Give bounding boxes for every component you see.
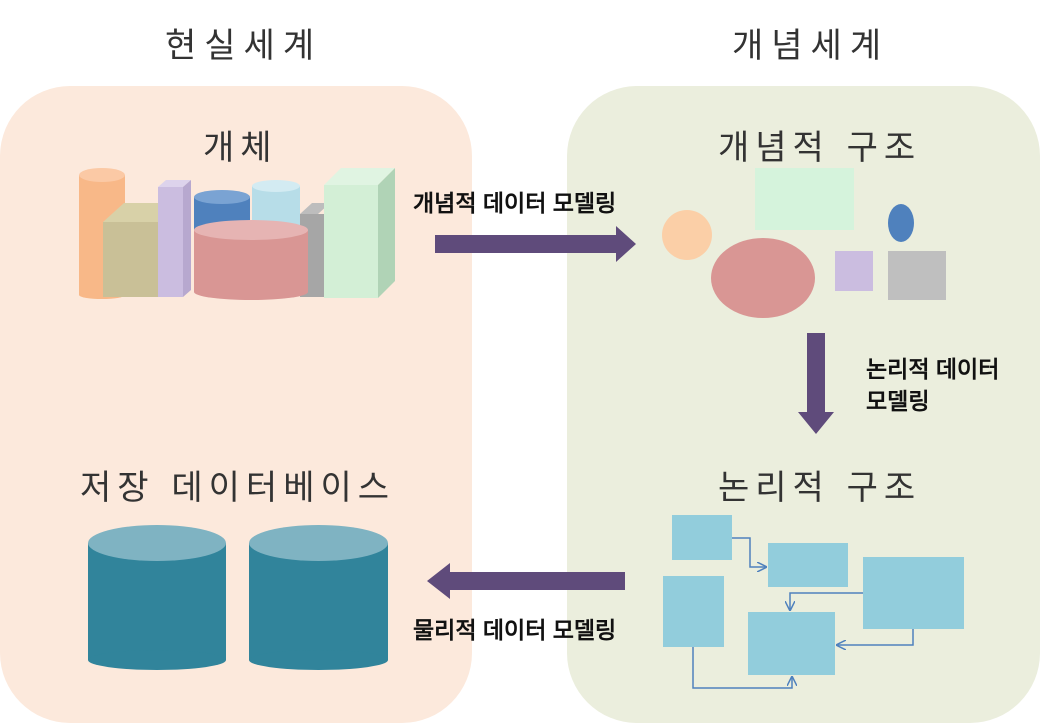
- lavender-square: [835, 251, 873, 291]
- logical-box-5: [748, 612, 835, 675]
- gray-square: [888, 251, 946, 300]
- peach-circle: [662, 210, 712, 260]
- blue-oval: [888, 204, 914, 242]
- connector-3-5: [837, 629, 914, 645]
- real-world-title: 현실세계: [165, 26, 323, 66]
- logical-structure-boxes: [663, 515, 964, 675]
- logical-modeling-arrow: [798, 333, 834, 434]
- logical-box-4: [663, 576, 724, 647]
- logical-modeling-label-line2: 모델링: [866, 388, 930, 414]
- logical-box-3: [863, 557, 964, 629]
- logical-modeling-label-line1: 논리적 데이터: [866, 356, 1000, 382]
- storage-db-title: 저장 데이터베이스: [80, 468, 396, 508]
- mint-box-shape: [324, 168, 395, 298]
- pink-cylinder-shape: [194, 220, 308, 300]
- entity-title: 개체: [203, 128, 278, 168]
- concept-world-title: 개념세계: [732, 26, 890, 66]
- entity-3d-objects: [79, 168, 395, 300]
- connector-1-2: [732, 537, 766, 567]
- connector-4-5: [692, 647, 792, 689]
- logical-connectors: [692, 537, 914, 689]
- db-cylinder-1: [88, 525, 226, 670]
- logical-box-1: [672, 515, 732, 560]
- physical-modeling-label: 물리적 데이터 모델링: [413, 617, 617, 643]
- db-cylinder-2: [249, 525, 388, 670]
- logical-box-2: [768, 543, 848, 587]
- conceptual-modeling-label: 개념적 데이터 모델링: [413, 190, 617, 216]
- logical-structure-title: 논리적 구조: [718, 468, 922, 508]
- pink-ellipse: [711, 238, 815, 318]
- conceptual-modeling-arrow: [435, 226, 636, 262]
- concept-structure-title: 개념적 구조: [718, 128, 922, 168]
- connector-3-2: [790, 592, 863, 610]
- concept-structure-shapes: [662, 168, 946, 318]
- green-rectangle: [755, 168, 854, 230]
- physical-modeling-arrow: [427, 563, 625, 599]
- lavender-box-shape: [158, 180, 191, 297]
